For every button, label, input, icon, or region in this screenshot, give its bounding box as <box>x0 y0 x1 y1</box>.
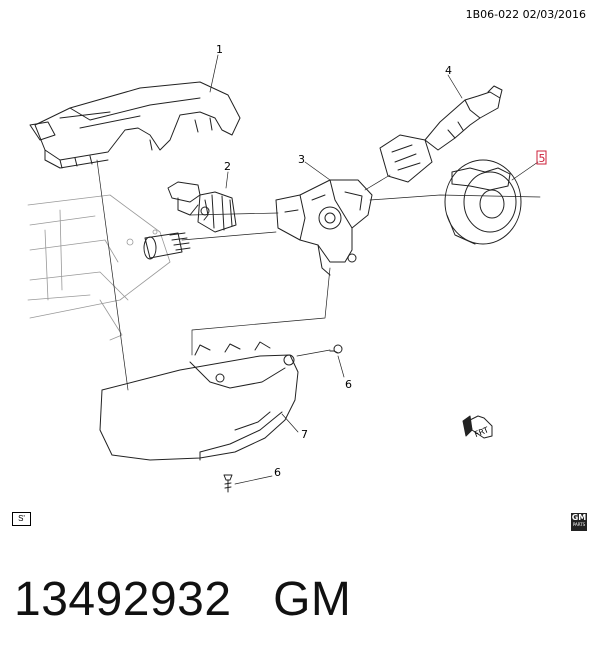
steering-shaft <box>143 232 191 260</box>
brand-name: GM <box>273 573 352 626</box>
callout-leaders <box>209 54 539 485</box>
lower-trim-cover <box>99 341 299 461</box>
callout-6-lower: 6 <box>274 466 281 479</box>
upper-trim-cover <box>29 81 241 169</box>
screw-lower <box>223 474 233 493</box>
callout-6-upper: 6 <box>345 378 352 391</box>
switch-housing <box>275 179 373 276</box>
screw-upper <box>329 344 343 354</box>
callout-5-highlight <box>536 150 547 165</box>
wiper-switch <box>379 85 503 183</box>
callout-5: 5 <box>539 152 546 165</box>
steering-column-ghost <box>27 194 171 341</box>
front-arrow-icon <box>462 415 493 439</box>
part-number: 13492932 <box>14 573 232 626</box>
glossary-symbol-icon: S' <box>12 512 31 526</box>
lighting-switch <box>167 181 237 233</box>
callout-4: 4 <box>445 64 452 77</box>
clock-spring-coil <box>444 159 522 245</box>
callout-1: 1 <box>216 43 223 56</box>
callout-2: 2 <box>224 160 231 173</box>
part-number-line: 13492932 GM <box>14 572 351 627</box>
callout-3: 3 <box>298 153 305 166</box>
alignment-lines <box>96 159 541 391</box>
steering-column-exploded-diagram: 1 2 3 4 5 6 7 6 FRT <box>27 43 547 493</box>
callout-7: 7 <box>301 428 308 441</box>
diagram-reference: 1B06-022 02/03/2016 <box>465 8 586 21</box>
